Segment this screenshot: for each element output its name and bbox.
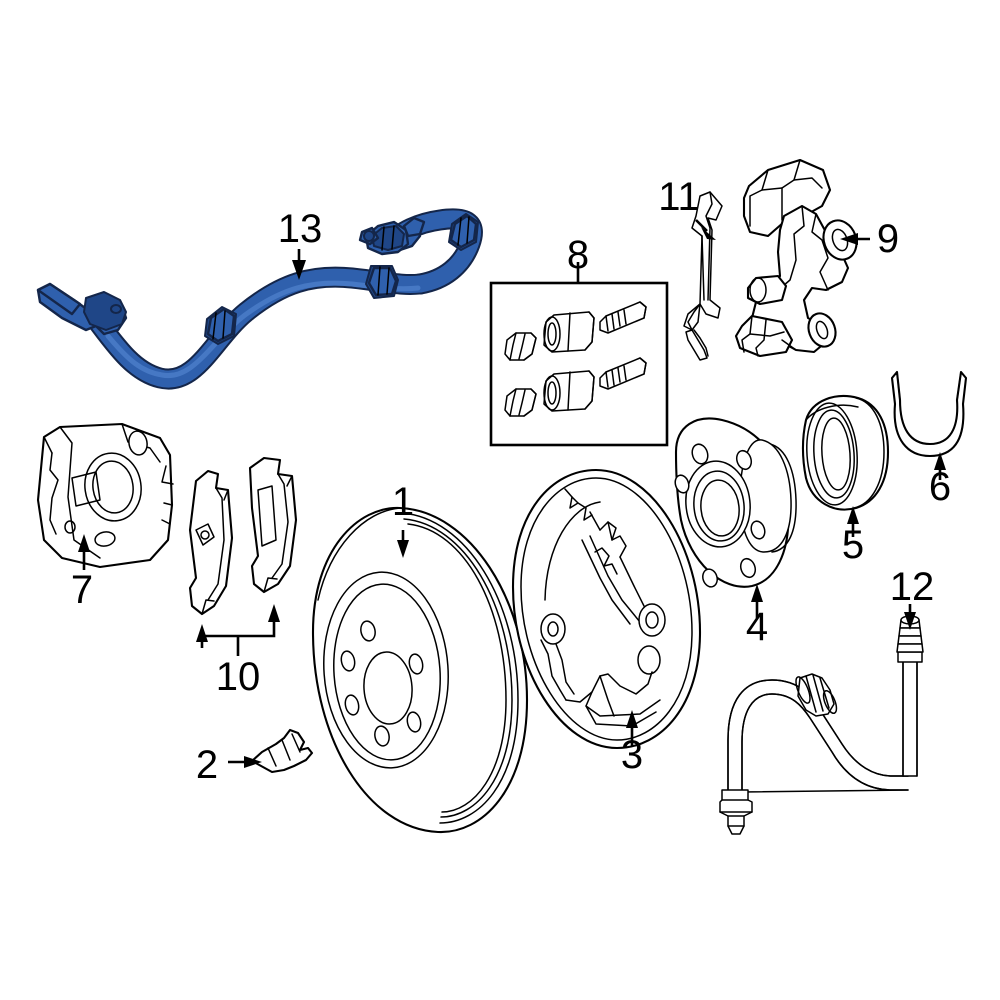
callout-label-1: 1 [392, 480, 414, 524]
callout-label-4: 4 [746, 605, 768, 649]
callout-leader-4 [751, 584, 763, 618]
callout-label-5: 5 [842, 523, 864, 567]
callout-label-12: 12 [890, 565, 935, 609]
cable-grommet-mid [365, 265, 399, 299]
part-brake-caliper [36, 422, 174, 569]
callout-label-7: 7 [71, 568, 93, 612]
part-brake-dust-splash-shield [511, 468, 702, 750]
callout-leader-7 [78, 534, 90, 570]
part-brake-pad-inner [188, 469, 234, 616]
part-caliper-guide-pin-bushing-kit [489, 281, 669, 447]
callout-leader-6 [934, 452, 946, 480]
cable-grommet-left [204, 306, 237, 345]
callout-leader-10 [196, 604, 280, 656]
part-bleeder-screw-fitting [250, 728, 314, 774]
part-abs-wheel-speed-sensor [36, 208, 483, 390]
part-brake-pad-outer [248, 456, 298, 594]
callout-leader-11 [695, 219, 716, 240]
callout-leader-5 [847, 506, 859, 537]
callout-leader-13 [292, 249, 306, 280]
part-bearing-retaining-snap-ring [890, 370, 968, 458]
sensor-connector-plug [358, 216, 426, 256]
part-caliper-mounting-bracket-anchor [734, 158, 858, 358]
callout-label-8: 8 [567, 233, 589, 277]
callout-leader-9 [840, 233, 870, 245]
part-pad-retaining-spring-clip [683, 191, 723, 361]
cable-grommet-right [448, 213, 479, 251]
callout-leader-3 [626, 710, 638, 746]
part-wheel-bearing [801, 395, 890, 511]
sensor-head [36, 282, 128, 336]
callout-label-2: 2 [196, 743, 218, 787]
callout-leader-12 [904, 604, 916, 630]
callout-label-3: 3 [621, 733, 643, 777]
callout-label-9: 9 [877, 217, 899, 261]
callout-leader-2 [228, 756, 262, 768]
part-brake-rotor-disc [311, 506, 529, 834]
callout-label-13: 13 [278, 207, 323, 251]
callout-number-labels: 1 2 3 4 5 6 7 8 9 10 11 12 13 [71, 175, 951, 787]
callout-leader-1 [397, 530, 409, 558]
callout-label-11: 11 [658, 175, 700, 219]
callout-label-10: 10 [216, 655, 261, 699]
callout-label-6: 6 [929, 465, 951, 509]
part-wheel-hub-flange [674, 417, 797, 588]
part-brake-hose [719, 615, 924, 835]
